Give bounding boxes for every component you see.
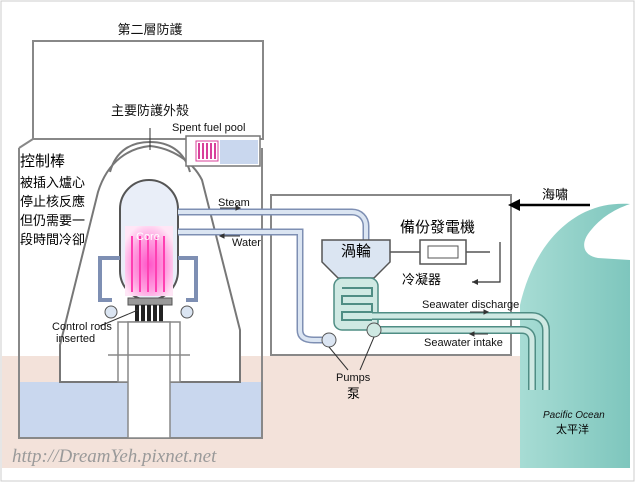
control-rods-zh-line-1: 控制棒 [20, 152, 65, 170]
seawater-pipes [372, 312, 550, 390]
pacific-ocean-wave [520, 203, 630, 469]
pacific-en-label: Pacific Ocean [543, 410, 605, 421]
control-rods-en-line-1: Control rods [52, 321, 112, 333]
steam-label: Steam [218, 197, 250, 209]
secondary-containment-label: 第二層防護 [117, 22, 182, 38]
pumps-zh-label: 泵 [347, 387, 360, 402]
pacific-zh-label: 太平洋 [556, 422, 589, 436]
condenser-label: 冷凝器 [402, 272, 441, 288]
seawater-arrows [468, 309, 490, 337]
spent-fuel-pool [185, 135, 261, 167]
control-rods [127, 297, 173, 323]
water-label: Water [232, 237, 261, 249]
core-label: Core [136, 231, 160, 243]
condenser [333, 277, 379, 331]
tsunami-arrow [508, 199, 590, 211]
control-rods-zh-line-5: 段時間冷卻 [20, 233, 85, 248]
seawater-intake-label: Seawater intake [424, 337, 503, 349]
turbine-label: 渦輪 [341, 242, 371, 260]
primary-containment-label: 主要防護外殼 [111, 103, 189, 119]
watermark: http://DreamYeh.pixnet.net [12, 446, 217, 467]
seawater-pump [366, 322, 382, 338]
control-rods-zh-line-4: 但仍需要一 [20, 214, 85, 229]
recirc-pump-left [104, 305, 118, 319]
secondary-containment-building [18, 40, 264, 439]
control-rods-zh-line-2: 被插入爐心 [20, 176, 85, 191]
flow-arrows [218, 205, 242, 239]
generator-label: 備份發電機 [400, 218, 475, 236]
seawater-discharge-label: Seawater discharge [422, 299, 519, 311]
reactor-pedestal [108, 321, 190, 439]
feedwater-pump [321, 332, 337, 348]
recirculation-loops [98, 256, 198, 302]
spent-fuel-pool-label: Spent fuel pool [172, 122, 245, 134]
reactor-vessel [119, 179, 179, 301]
pumps-en-label: Pumps [336, 372, 371, 384]
tsunami-label: 海嘯 [542, 188, 568, 203]
control-rods-en-line-2: inserted [56, 333, 95, 345]
control-rods-zh-line-3: 停止核反應 [20, 194, 85, 210]
recirc-pump-right [180, 305, 194, 319]
turbine [321, 239, 391, 279]
